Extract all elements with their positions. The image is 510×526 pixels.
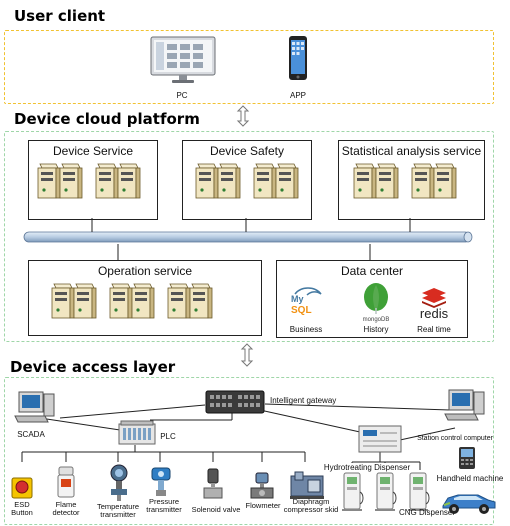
svg-text:My: My [291,294,304,304]
scada-label: SCADA [17,430,45,439]
statistical-service-title: Statistical analysis service [341,144,482,158]
mysql-logo-icon: My SQL [287,282,327,316]
dispenser-icon [408,472,430,511]
dispenser-icon [375,472,397,511]
solenoid-valve-icon [203,468,223,499]
server-icon [109,283,155,319]
car-icon [442,494,496,514]
svg-text:SQL: SQL [291,305,312,316]
server-icon [253,163,299,199]
mongodb-label: History [363,325,389,334]
station-server-icon [358,425,402,453]
intelligent-gateway-icon [205,390,265,414]
plc-label: PLC [160,432,176,441]
station-computer-icon [444,389,485,421]
flame-detector-icon [57,466,75,498]
device-service-title: Device Service [52,144,134,158]
cloud-platform-title: Device cloud platform [14,110,200,128]
server-icon [95,163,141,199]
service-bus [23,231,473,243]
compressor-skid-icon [290,471,324,499]
double-arrow-icon [236,105,250,127]
data-center-title: Data center [340,264,404,278]
device-label-solenoid: Solenoid valve [191,505,241,514]
user-client-title: User client [14,7,106,25]
server-icon [37,163,83,199]
device-label-flowmeter: Flowmeter [245,501,281,510]
pressure-transmitter-icon [151,467,171,496]
hydro-label: Hydrotreating Dispenser [318,463,416,472]
mysql-label: Business [289,325,323,334]
pc-monitor-icon [150,36,216,83]
server-icon [353,163,399,199]
handheld-machine-icon [459,447,475,469]
redis-label: Real time [417,325,451,334]
cng-label: CNG Dispenser [398,508,455,517]
device-access-title: Device access layer [10,358,176,376]
esd-button-icon [11,477,33,499]
mongodb-logo-icon: mongoDB [363,283,390,323]
server-icon [411,163,457,199]
pc-label: PC [176,91,188,100]
scada-computer-icon [14,391,55,423]
redis-logo-icon: redis [420,288,449,321]
plc-icon [118,420,156,445]
operation-service-title: Operation service [97,264,193,278]
double-arrow-icon [240,343,254,367]
server-icon [167,283,213,319]
phone-icon [289,36,307,80]
user-client-frame [4,30,494,104]
app-label: APP [289,91,306,100]
device-access-frame [4,377,494,525]
station-computer-label: Station control computer [417,435,493,442]
flowmeter-icon [250,472,274,499]
cloud-platform-frame [4,131,494,342]
dispenser-icon [342,472,364,511]
svg-text:redis: redis [420,306,449,321]
gateway-label: Intelligent gateway [270,396,337,405]
handheld-label: Handheld machine [436,474,504,483]
bus-connectors [91,218,411,260]
device-safety-title: Device Safety [209,144,285,158]
server-icon [195,163,241,199]
svg-text:mongoDB: mongoDB [363,317,390,323]
server-icon [51,283,97,319]
temperature-transmitter-icon [110,464,128,501]
